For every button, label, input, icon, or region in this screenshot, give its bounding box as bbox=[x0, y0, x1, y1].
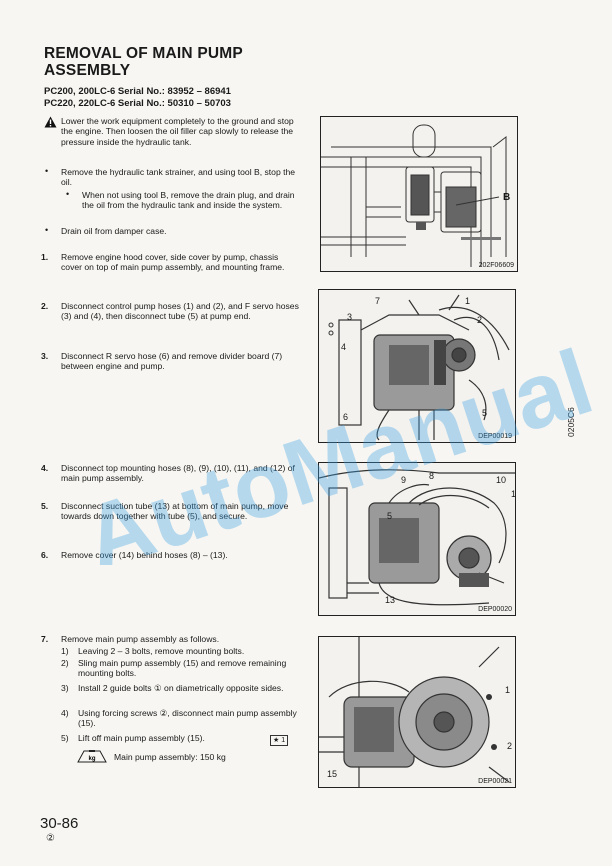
figure-label: 9 bbox=[401, 475, 407, 485]
bullet-dot: • bbox=[66, 189, 70, 199]
figure-label: 15 bbox=[327, 769, 338, 779]
step-number: 6. bbox=[41, 550, 49, 560]
figure-label: 5 bbox=[387, 511, 393, 521]
step-1-text: Remove engine hood cover, side cover by … bbox=[61, 252, 285, 273]
figure-control-pump-hoses: 1 2 3 4 5 6 7 DEP00019 bbox=[318, 289, 516, 443]
revision-mark: ② bbox=[46, 833, 55, 844]
step-number: 1. bbox=[41, 252, 49, 262]
warning-text: Lower the work equipment completely to t… bbox=[61, 116, 294, 147]
figure-label: 10 bbox=[496, 475, 507, 485]
figure-code: DEP00019 bbox=[478, 433, 512, 440]
serial-range-pc200: PC200, 200LC-6 Serial No.: 83952 – 86941 bbox=[44, 86, 231, 97]
figure-label: B bbox=[503, 192, 511, 203]
weight-text: Main pump assembly: 150 kg bbox=[114, 752, 226, 762]
step-number: 5. bbox=[41, 501, 49, 511]
weight-unit: kg bbox=[88, 756, 95, 762]
prep-sub-bullet: When not using tool B, remove the drain … bbox=[82, 190, 295, 211]
bullet-dot: • bbox=[45, 166, 49, 176]
figure-main-pump-removal: 1 2 15 DEP00021 bbox=[318, 636, 516, 788]
prep-bullet-1: Remove the hydraulic tank strainer, and … bbox=[61, 167, 296, 188]
pump-hoses-illustration bbox=[328, 294, 510, 441]
warning-icon bbox=[44, 116, 57, 128]
figure-code: DEP00020 bbox=[478, 606, 512, 613]
figure-label: 7 bbox=[375, 296, 381, 306]
step-number: 3. bbox=[41, 351, 49, 361]
figure-label: 3 bbox=[347, 312, 353, 322]
substep-number: 3) bbox=[61, 683, 69, 693]
main-pump-illustration bbox=[319, 637, 510, 787]
step-4-text: Disconnect top mounting hoses (8), (9), … bbox=[61, 463, 295, 484]
figure-label: 2 bbox=[477, 315, 483, 325]
step-number: 7. bbox=[41, 634, 49, 644]
side-document-code: 0205C6 bbox=[566, 407, 576, 437]
tank-illustration bbox=[321, 124, 507, 267]
substep-1-text: Leaving 2 – 3 bolts, remove mounting bol… bbox=[78, 646, 245, 656]
figure-label: 8 bbox=[429, 471, 435, 481]
figure-label: 4 bbox=[341, 342, 347, 352]
substep-number: 4) bbox=[61, 708, 69, 718]
step-5-text: Disconnect suction tube (13) at bottom o… bbox=[61, 501, 289, 522]
step-7-text: Remove main pump assembly as follows. bbox=[61, 634, 220, 644]
substep-3-text: Install 2 guide bolts ① on diametrically… bbox=[78, 683, 284, 693]
figure-label: 5 bbox=[482, 408, 488, 418]
figure-label: 13 bbox=[385, 595, 396, 605]
step-6-text: Remove cover (14) behind hoses (8) – (13… bbox=[61, 550, 228, 560]
bullet-dot: • bbox=[45, 225, 49, 235]
figure-label: 1 bbox=[465, 296, 471, 306]
figure-label: 6 bbox=[343, 412, 349, 422]
substep-2-text: Sling main pump assembly (15) and remove… bbox=[78, 658, 287, 679]
figure-code: DEP00021 bbox=[478, 778, 512, 785]
substep-4-text: Using forcing screws ②, disconnect main … bbox=[78, 708, 297, 729]
substep-number: 1) bbox=[61, 646, 69, 656]
figure-label: 2 bbox=[507, 741, 513, 751]
step-number: 2. bbox=[41, 301, 49, 311]
step-number: 4. bbox=[41, 463, 49, 473]
step-2-text: Disconnect control pump hoses (1) and (2… bbox=[61, 301, 299, 322]
serial-range-pc220: PC220, 220LC-6 Serial No.: 50310 – 50703 bbox=[44, 98, 231, 109]
reference-mark: ★ 1 bbox=[270, 735, 289, 746]
substep-number: 5) bbox=[61, 733, 69, 743]
substep-number: 2) bbox=[61, 658, 69, 668]
figure-mounting-hoses: 8 9 10 11 12 13 14 5 DEP00020 bbox=[318, 462, 516, 616]
mounting-hoses-illustration bbox=[319, 469, 515, 606]
step-3-text: Disconnect R servo hose (6) and remove d… bbox=[61, 351, 283, 372]
figure-label: 1 bbox=[505, 685, 511, 695]
figure-hydraulic-tank: B 202F06609 bbox=[320, 116, 518, 272]
substep-5-text: Lift off main pump assembly (15). bbox=[78, 733, 205, 743]
page-number: 30-86 bbox=[40, 815, 79, 832]
figure-label: 11 bbox=[511, 489, 516, 499]
weight-icon: kg bbox=[77, 750, 107, 763]
page-title: REMOVAL OF MAIN PUMP ASSEMBLY bbox=[44, 45, 243, 79]
prep-bullet-2: Drain oil from damper case. bbox=[61, 226, 167, 236]
figure-code: 202F06609 bbox=[478, 262, 514, 269]
